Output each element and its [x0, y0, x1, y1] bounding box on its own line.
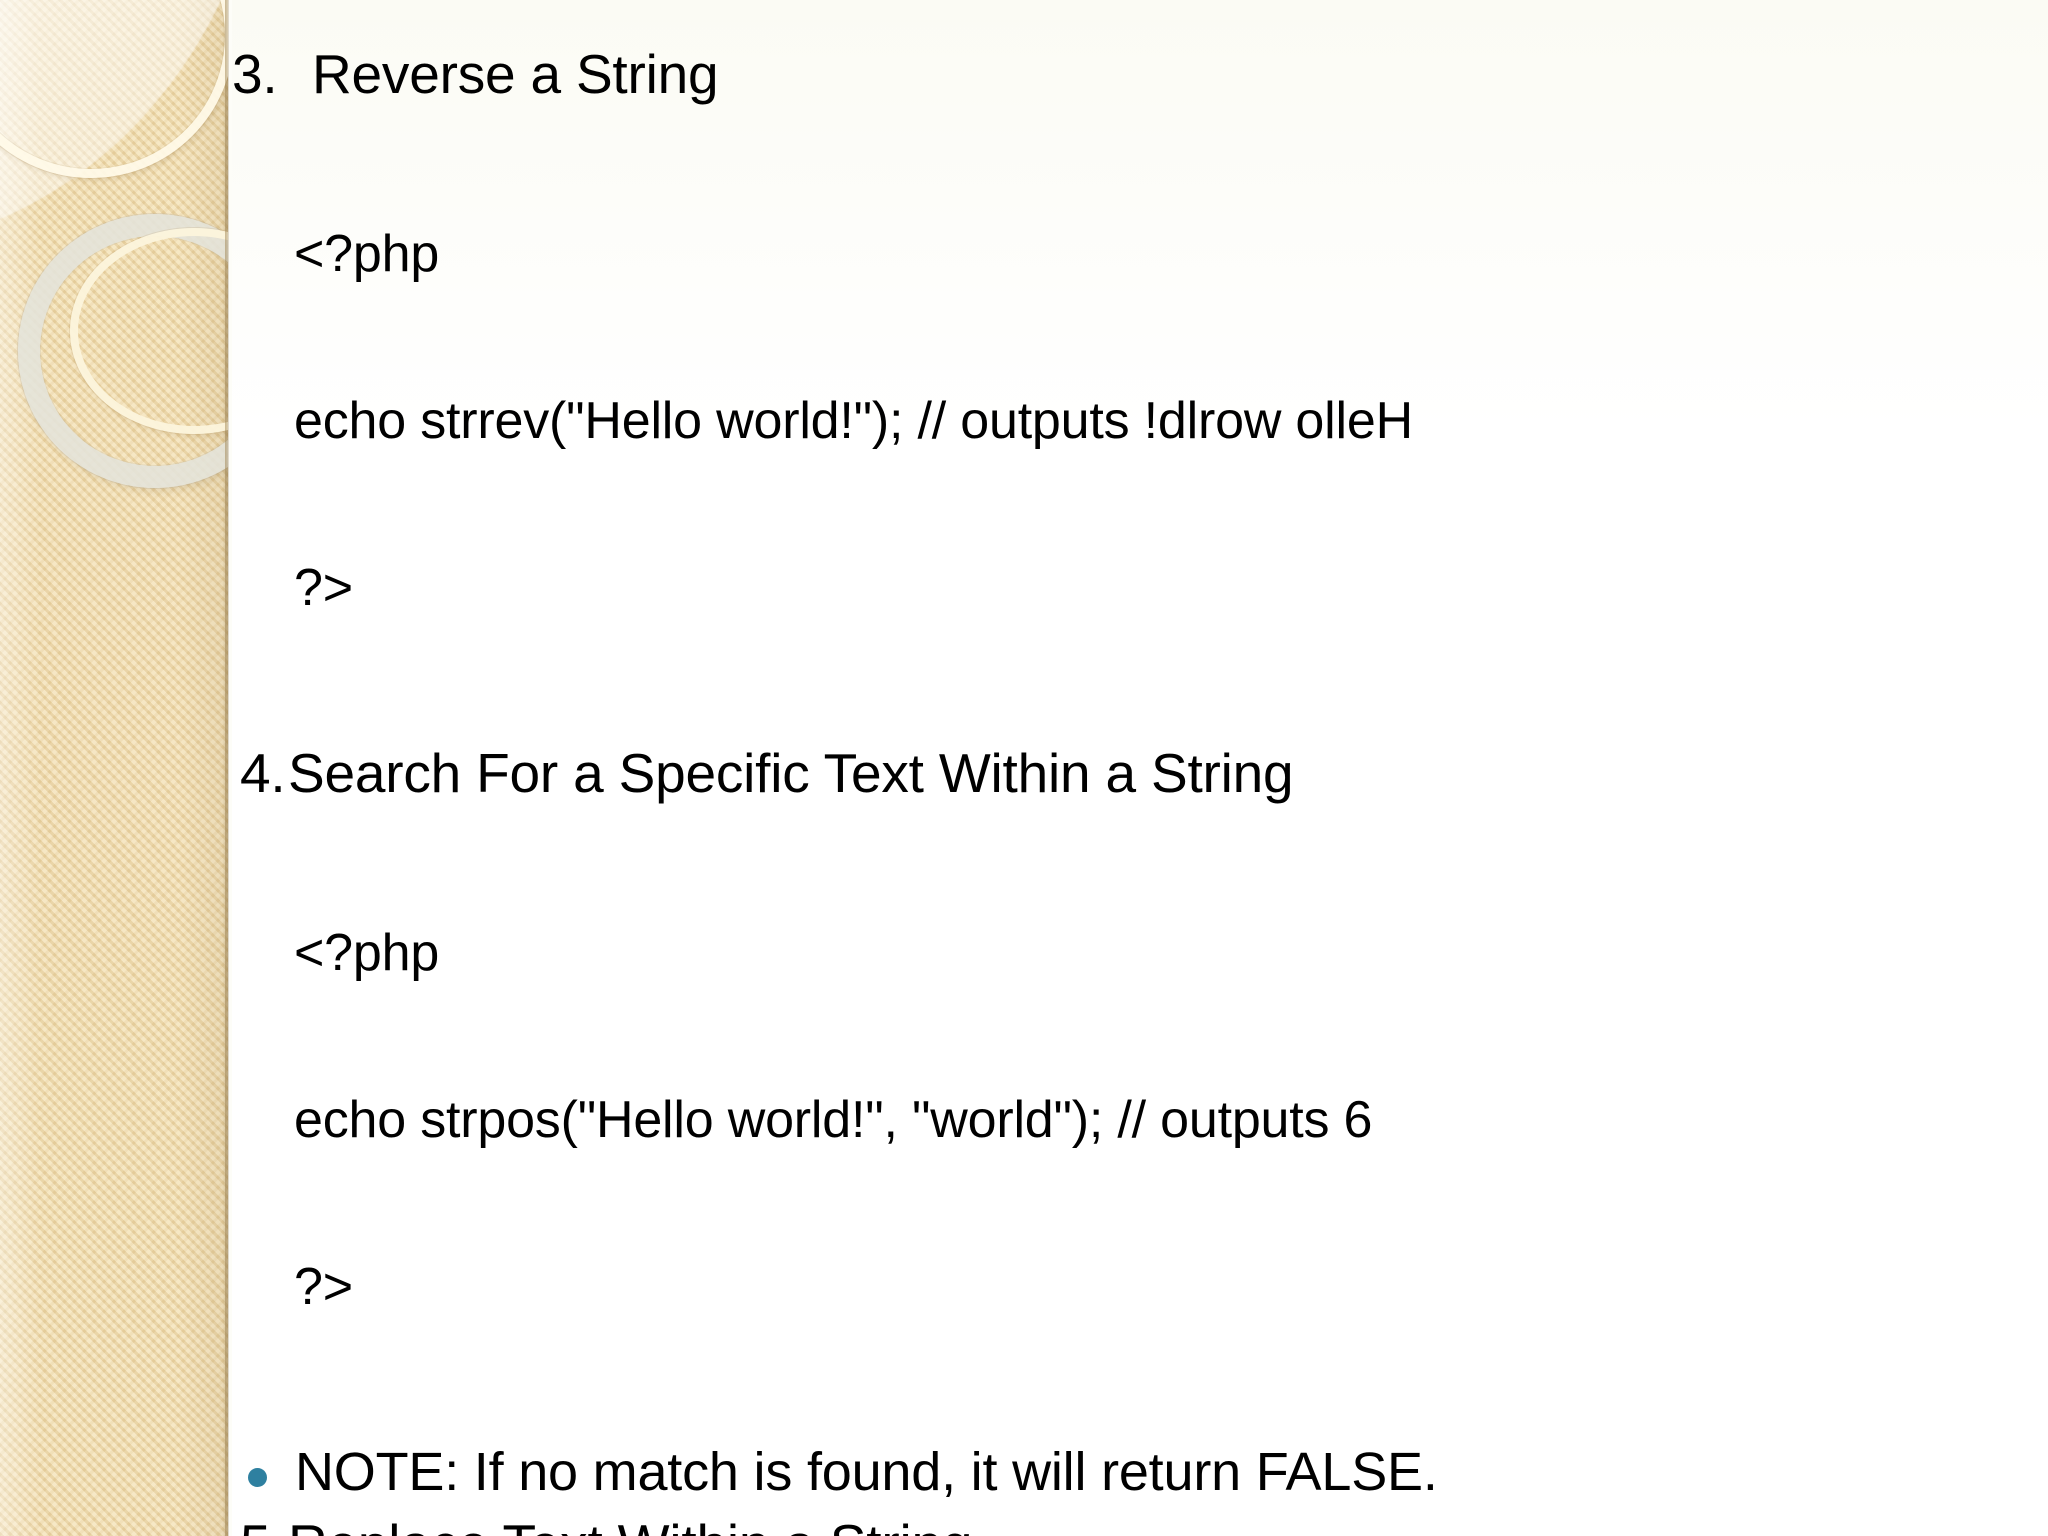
note-item-1: NOTE: If no match is found, it will retu…	[232, 1441, 2048, 1502]
code-block-4: <?php echo strpos("Hello world!", "world…	[232, 815, 2048, 1427]
slide-content: 3. Reverse a String <?php echo strrev("H…	[232, 0, 2048, 1536]
list-item-heading-5: 5. Replace Text Within a String	[232, 1514, 2048, 1536]
list-title-5: Replace Text Within a String	[288, 1514, 2048, 1536]
note-text-1: NOTE: If no match is found, it will retu…	[295, 1441, 1438, 1502]
list-item-heading-3: 3. Reverse a String	[232, 43, 2048, 106]
code-line-close-3: ?>	[294, 558, 353, 617]
list-title-4: Search For a Specific Text Within a Stri…	[288, 742, 1294, 805]
code-block-3: <?php echo strrev("Hello world!"); // ou…	[232, 116, 2048, 728]
list-number-4: 4.	[240, 742, 286, 805]
list-item-heading-4: 4. Search For a Specific Text Within a S…	[232, 743, 2048, 805]
code-line-close-4: ?>	[294, 1258, 353, 1317]
code-line-body-4: echo strpos("Hello world!", "world"); //…	[294, 1091, 1373, 1150]
decorative-ring-top-icon	[0, 0, 228, 178]
list-title-3: Reverse a String	[312, 43, 719, 105]
list-number-3: 3.	[232, 43, 278, 105]
content-body: 3. Reverse a String <?php echo strrev("H…	[232, 43, 2048, 1536]
list-number-5: 5.	[240, 1514, 288, 1536]
decorative-sidebar	[0, 0, 228, 1536]
bullet-dot-icon	[248, 1467, 267, 1487]
code-line-open-3: <?php	[294, 224, 440, 283]
sidebar-edge-divider	[225, 0, 229, 1536]
code-line-body-3: echo strrev("Hello world!"); // outputs …	[294, 391, 1413, 450]
code-line-open-4: <?php	[294, 924, 440, 983]
